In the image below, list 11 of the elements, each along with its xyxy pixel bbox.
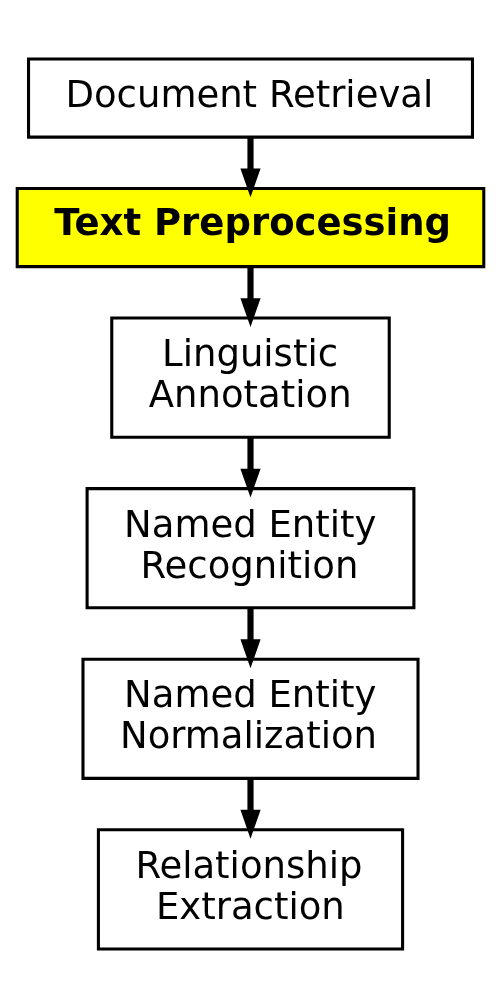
arrow xyxy=(239,266,261,327)
node-box: Document Retrieval xyxy=(26,57,474,139)
node-box: Named Entity Normalization xyxy=(80,657,420,780)
arrow xyxy=(239,778,261,839)
arrow xyxy=(239,437,261,498)
arrow xyxy=(239,137,261,197)
node-box: Named Entity Recognition xyxy=(85,486,415,609)
node-box: Text Preprocessing xyxy=(15,186,485,268)
node-box: Linguistic Annotation xyxy=(109,315,391,439)
node-box: Relationship Extraction xyxy=(96,827,404,950)
arrow xyxy=(239,607,261,668)
